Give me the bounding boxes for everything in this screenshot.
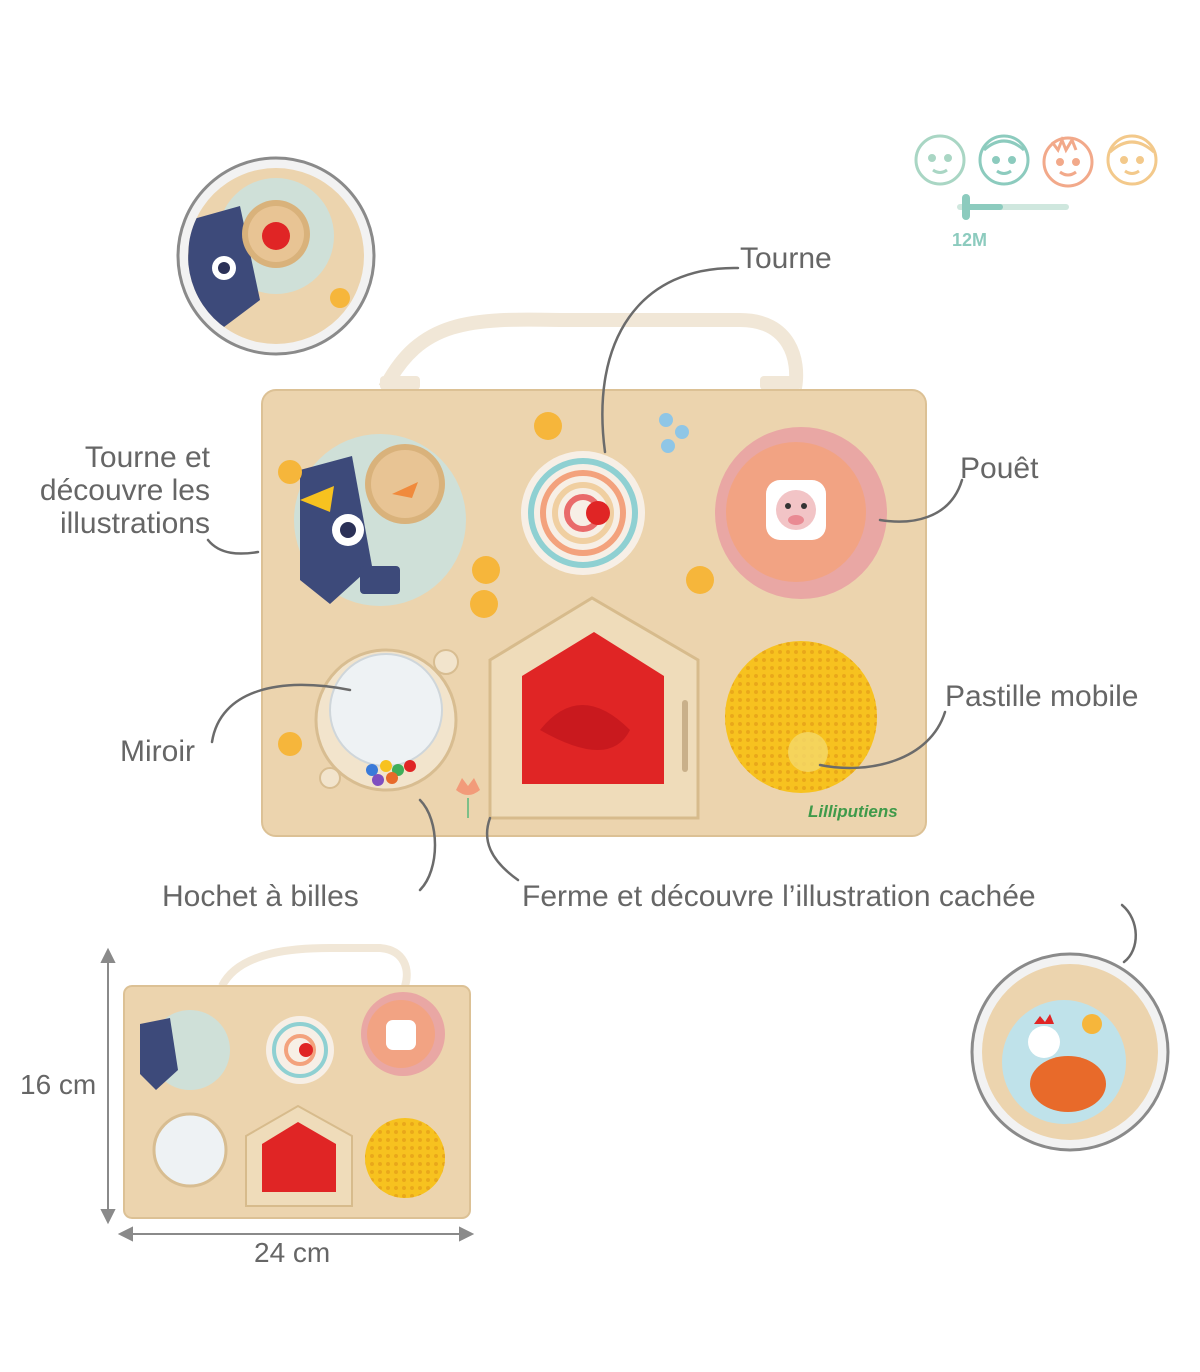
- turning-disc-window[interactable]: [365, 444, 445, 524]
- chick-icon: [330, 288, 350, 308]
- board-handle: [378, 312, 804, 392]
- height-dimension-arrow: [100, 947, 116, 1225]
- age-badge-text: 12M: [952, 230, 988, 250]
- toddler-face-icon: [978, 134, 1030, 186]
- label-tourne-decouvre-line2: découvre les: [39, 474, 210, 507]
- width-label: 24 cm: [254, 1237, 331, 1268]
- label-tourne-decouvre-line1: Tourne et: [84, 441, 210, 474]
- mobile-disc[interactable]: [725, 641, 877, 793]
- label-tourne: Tourne: [740, 242, 832, 275]
- chick-icons: [278, 412, 714, 756]
- label-pouet: Pouêt: [960, 452, 1039, 485]
- label-ferme: Ferme et découvre l’illustration cachée: [522, 880, 1036, 913]
- chick-icon: [1082, 1014, 1102, 1034]
- callout-ferme: [485, 816, 520, 882]
- apple-icon: [262, 222, 290, 250]
- label-tourne-decouvre-line3: illustrations: [59, 507, 210, 540]
- house-door[interactable]: [488, 596, 700, 820]
- callout-tourne: [601, 266, 740, 454]
- label-tourne-decouvre: Tourne et découvre les illustrations: [0, 441, 210, 540]
- brand-logo: Lilliputiens: [808, 802, 898, 821]
- height-label: 16 cm: [20, 1069, 97, 1100]
- hen-icon: [1030, 1056, 1106, 1112]
- squeaker-button[interactable]: [715, 427, 887, 599]
- baby-face-icon: [914, 134, 966, 186]
- bead-rattle: [366, 760, 416, 786]
- label-miroir: Miroir: [120, 735, 195, 768]
- tulip-icon: [456, 778, 480, 818]
- callout-hochet: [418, 798, 437, 892]
- label-pastille-mobile: Pastille mobile: [945, 680, 1139, 713]
- kid-face-icon: [1106, 134, 1158, 186]
- callout-miroir: [210, 683, 352, 744]
- mirror-window: [314, 648, 459, 792]
- bellflower-icon: [659, 413, 689, 453]
- callout-pouet: [878, 478, 964, 523]
- callout-hen: [1120, 903, 1137, 964]
- label-hochet: Hochet à billes: [162, 880, 359, 913]
- child-face-icon: [1042, 135, 1094, 188]
- callout-tourne-decouvre: [206, 538, 260, 555]
- width-dimension-arrow: [117, 1226, 475, 1242]
- callout-pastille: [818, 710, 947, 770]
- spiral-spinner[interactable]: [521, 451, 645, 575]
